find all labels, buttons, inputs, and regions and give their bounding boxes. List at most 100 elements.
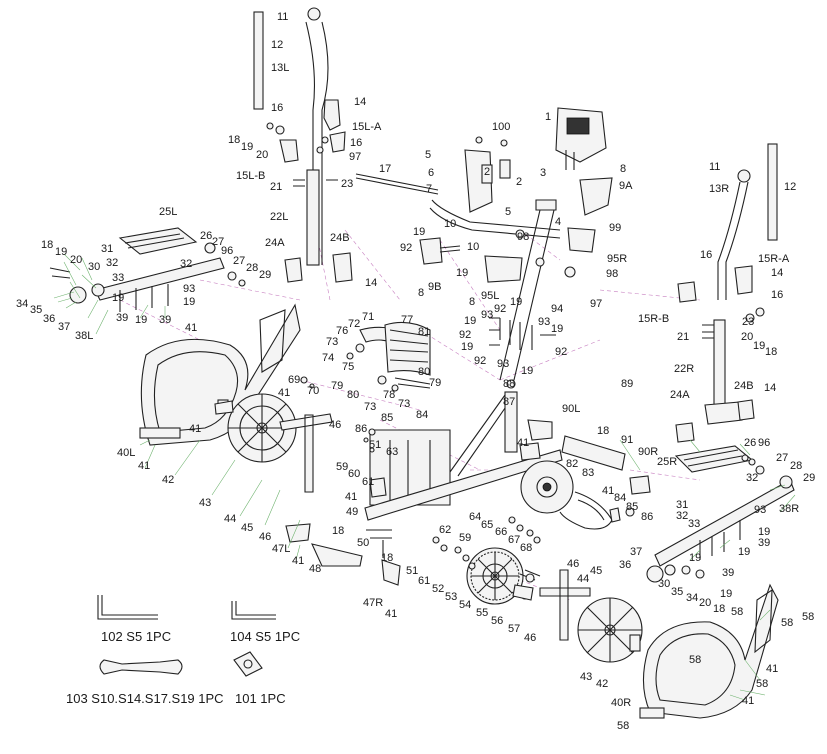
left-upper-bracket-c <box>279 139 299 163</box>
part-label: 19 <box>753 340 765 352</box>
part-label: 79 <box>331 380 343 392</box>
part-label: 19 <box>55 246 67 258</box>
left-stabilizer-44 <box>279 413 333 493</box>
part-label: 19 <box>464 315 476 327</box>
part-label: 19 <box>510 296 522 308</box>
part-label: 59 <box>336 461 348 473</box>
part-label: 41 <box>292 555 304 567</box>
part-label: 41 <box>345 491 357 503</box>
part-label: 94 <box>551 303 563 315</box>
part-label: 32 <box>746 472 758 484</box>
part-label: 58 <box>756 678 768 690</box>
tool-captions: 102 S5 1PC 104 S5 1PC 103 S10.S14.S17.S1… <box>66 629 300 706</box>
part-label: 21 <box>677 331 689 343</box>
part-label: 19 <box>135 314 147 326</box>
left-upper-bracket-b <box>329 131 346 153</box>
part-label: 84 <box>416 409 428 421</box>
part-label: 16 <box>700 249 712 261</box>
right-pedal-rail <box>654 479 795 567</box>
part-label: 12 <box>271 39 283 51</box>
part-label: 37 <box>630 546 642 558</box>
part-label: 95L <box>481 290 499 302</box>
part-label: 20 <box>256 149 268 161</box>
part-label: 86 <box>641 511 653 523</box>
tool-caption-103: 103 S10.S14.S17.S19 1PC <box>66 691 224 706</box>
part-label: 58 <box>731 606 743 618</box>
part-label: 15R-B <box>638 313 669 325</box>
right-shroud-40R <box>642 583 779 719</box>
drive-belt-83 <box>559 491 613 530</box>
part-label: 38L <box>75 330 93 342</box>
part-label: 98 <box>606 268 618 280</box>
part-label: 2 <box>484 166 490 178</box>
part-label: 27 <box>776 452 788 464</box>
part-label: 99 <box>609 222 621 234</box>
part-label: 20 <box>741 331 753 343</box>
part-label: 58 <box>617 720 629 732</box>
part-label: 19 <box>112 292 124 304</box>
part-label: 76 <box>336 325 348 337</box>
part-label: 93 <box>481 309 493 321</box>
part-label: 98 <box>517 231 529 243</box>
part-label: 37 <box>58 321 70 333</box>
part-label: 31 <box>101 243 113 255</box>
part-label: 50 <box>357 537 369 549</box>
part-label: 32 <box>180 258 192 270</box>
left-foot-pedal <box>118 227 198 255</box>
part-label: 53 <box>445 591 457 603</box>
right-pedal-arm <box>646 445 795 583</box>
allen-key-104-icon <box>231 601 276 620</box>
part-label: 46 <box>259 531 271 543</box>
part-label: 19 <box>183 296 195 308</box>
part-label: 26 <box>200 230 212 242</box>
part-label: 61 <box>362 476 374 488</box>
right-foam-grip <box>767 143 778 241</box>
part-label: 34 <box>16 298 28 310</box>
magnet-brake-assembly <box>214 321 431 415</box>
part-label: 22L <box>270 211 288 223</box>
part-label: 18 <box>228 134 240 146</box>
right-foot-cap-47R <box>381 559 401 586</box>
part-label: 61 <box>418 575 430 587</box>
part-label: 44 <box>577 573 589 585</box>
left-shroud-40L <box>140 303 301 446</box>
part-label: 30 <box>658 578 670 590</box>
upright-cover-90R <box>629 475 651 495</box>
part-label: 18 <box>381 552 393 564</box>
part-label: 81 <box>418 326 430 338</box>
part-label: 44 <box>224 513 236 525</box>
console-1 <box>555 107 607 163</box>
included-tools <box>97 595 276 677</box>
part-label: 46 <box>329 419 341 431</box>
left-foot-cap-47L <box>285 523 311 543</box>
part-label: 24A <box>670 389 690 401</box>
part-label: 96 <box>758 437 770 449</box>
part-label: 41 <box>742 695 754 707</box>
part-label: 48 <box>309 563 321 575</box>
part-label: 92 <box>400 242 412 254</box>
part-label: 45 <box>241 522 253 534</box>
part-label: 13R <box>709 183 729 195</box>
left-handle-pole <box>253 7 353 283</box>
part-label: 51 <box>369 439 381 451</box>
part-label: 23 <box>341 178 353 190</box>
allen-key-102-icon <box>97 595 158 620</box>
part-label: 19 <box>758 526 770 538</box>
frame-base-beam <box>364 449 563 521</box>
part-label: 10 <box>444 218 456 230</box>
part-label: 8 <box>418 287 424 299</box>
part-label: 1 <box>545 111 551 123</box>
part-label: 7 <box>426 183 432 195</box>
part-label: 80 <box>347 389 359 401</box>
part-label: 93 <box>754 504 766 516</box>
part-label: 6 <box>428 167 434 179</box>
part-label: 29 <box>259 269 271 281</box>
part-label: 40R <box>611 697 631 709</box>
part-label: 19 <box>551 323 563 335</box>
part-label: 41 <box>278 387 290 399</box>
part-label: 12 <box>784 181 796 193</box>
part-label: 15R-A <box>758 253 790 265</box>
part-label: 20 <box>70 254 82 266</box>
part-label: 67 <box>508 534 520 546</box>
part-label: 5 <box>505 206 511 218</box>
